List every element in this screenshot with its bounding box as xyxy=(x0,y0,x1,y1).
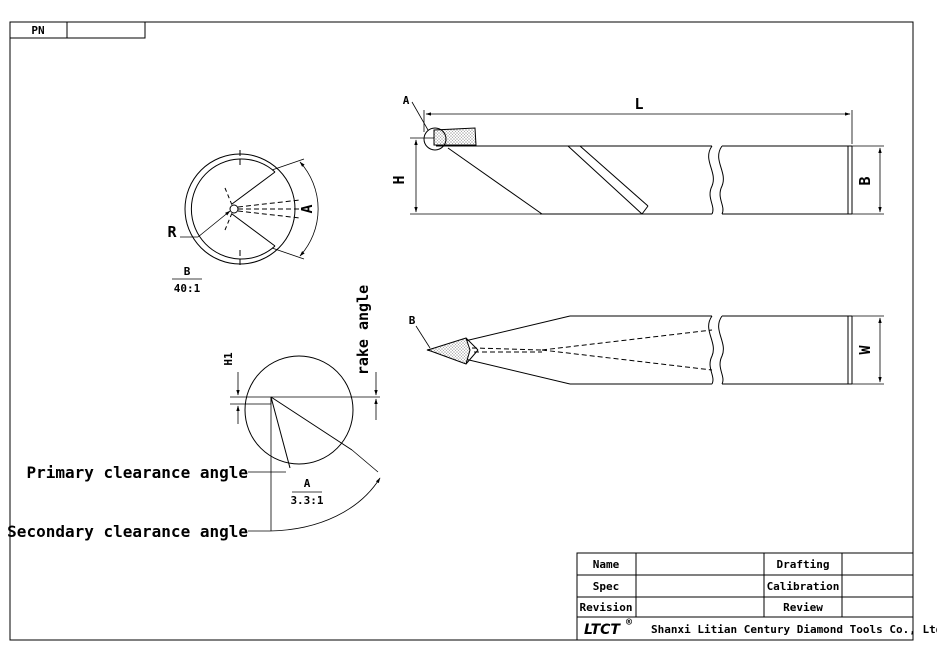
detail-a-marker: A xyxy=(403,94,410,107)
detail-b-scale-name: B xyxy=(184,265,191,278)
spec-label: Spec xyxy=(593,580,620,593)
drawing-frame xyxy=(9,21,914,641)
h1-label: H1 xyxy=(222,352,235,366)
width-label: W xyxy=(856,345,874,355)
detail-a-scale: 3.3:1 xyxy=(290,494,323,507)
review-label: Review xyxy=(783,601,823,614)
detail-a-scale-name: A xyxy=(304,477,311,490)
primary-clearance-label: Primary clearance angle xyxy=(26,463,248,482)
detail-a-view xyxy=(230,355,381,532)
calibration-label: Calibration xyxy=(767,580,840,593)
company-name: Shanxi Litian Century Diamond Tools Co.,… xyxy=(651,623,937,636)
top-view xyxy=(415,315,884,385)
detail-b-marker: B xyxy=(409,314,416,327)
name-label: Name xyxy=(593,558,620,571)
logo-registered-mark: ® xyxy=(626,617,633,628)
rake-angle-label: rake angle xyxy=(354,285,372,375)
title-block xyxy=(576,552,914,641)
side-view xyxy=(410,101,884,215)
company-logo: LTCT xyxy=(584,622,621,638)
secondary-clearance-label: Secondary clearance angle xyxy=(7,522,248,541)
pn-header: PN xyxy=(9,21,146,39)
detail-b-scale: 40:1 xyxy=(174,282,201,295)
shank-label-b: B xyxy=(856,176,874,185)
radius-label: R xyxy=(167,223,177,241)
height-label: H xyxy=(390,175,408,184)
length-label: L xyxy=(634,95,643,113)
drafting-label: Drafting xyxy=(777,558,830,571)
angle-label-a: A xyxy=(298,204,316,213)
revision-label: Revision xyxy=(580,601,633,614)
pn-label: PN xyxy=(31,24,44,37)
detail-b-view xyxy=(172,150,319,280)
